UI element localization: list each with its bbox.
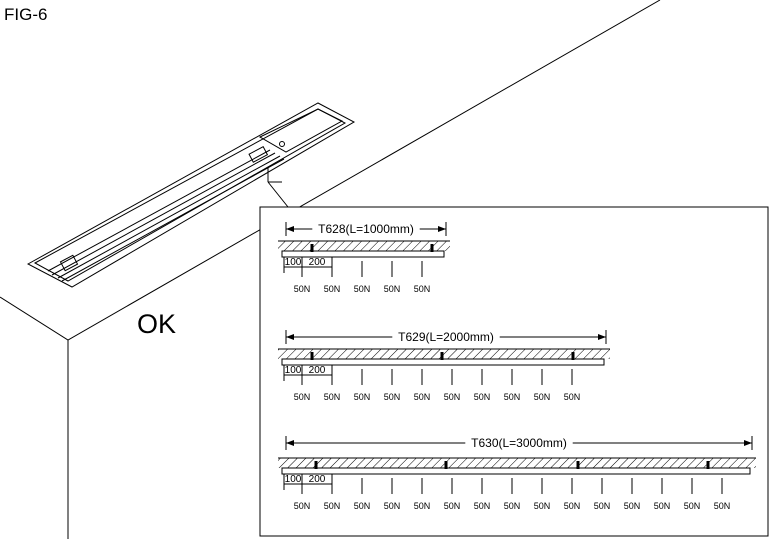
detail-2-load-label: 50N <box>294 392 311 402</box>
fixture-end-cap <box>258 108 344 153</box>
track-rail-line <box>51 152 276 276</box>
detail-3-load-label: 50N <box>564 501 581 511</box>
detail-panel <box>259 206 769 537</box>
ok-label: OK <box>137 309 177 339</box>
detail-2-load-label: 50N <box>324 392 341 402</box>
detail-3-load-label: 50N <box>714 501 731 511</box>
detail-1-load-label: 50N <box>414 284 431 294</box>
track-rail-line <box>61 158 285 282</box>
detail-1-arrow-right <box>438 226 446 232</box>
ceiling-outline <box>0 0 661 539</box>
detail-3-load-label: 50N <box>654 501 671 511</box>
end-connector <box>59 254 79 272</box>
detail-3-load-label: 50N <box>444 501 461 511</box>
detail-1-load-label: 50N <box>384 284 401 294</box>
detail-3-load-label: 50N <box>324 501 341 511</box>
detail-1-track-label: T628(L=1000mm) <box>318 222 414 236</box>
detail-1-track-bar <box>281 250 445 258</box>
detail-2-load-label: 50N <box>534 392 551 402</box>
detail-1-ceiling-hatch <box>278 241 450 251</box>
detail-3-load-label: 50N <box>504 501 521 511</box>
detail-1-load-label: 50N <box>354 284 371 294</box>
detail-1-load-label: 50N <box>324 284 341 294</box>
detail-1-load-label: 50N <box>294 284 311 294</box>
detail-1-spacing-200: 200 <box>309 257 326 268</box>
detail-2-ceiling-hatch <box>278 349 610 359</box>
detail-2-load-label: 50N <box>384 392 401 402</box>
detail-3-spacing-200: 200 <box>309 474 326 485</box>
screw-icon <box>279 141 285 147</box>
detail-2-mount-clip <box>440 352 444 360</box>
detail-3-load-label: 50N <box>354 501 371 511</box>
detail-3-load-label: 50N <box>384 501 401 511</box>
detail-2-mount-clip <box>310 352 314 360</box>
detail-1-mount-clip <box>430 244 434 252</box>
track-load-details: T628(L=1000mm) 100 200 50N 50N 50N 50N 50N T629(… <box>278 222 756 511</box>
detail-3-mount-clip <box>576 461 580 469</box>
detail-3-load-label: 50N <box>294 501 311 511</box>
detail-2-load-label: 50N <box>444 392 461 402</box>
track-rail-line <box>57 155 281 279</box>
detail-2-track-label: T629(L=2000mm) <box>398 330 494 344</box>
detail-3-mount-clip <box>314 461 318 469</box>
detail-3-load-label: 50N <box>684 501 701 511</box>
track-rail-line <box>47 149 271 272</box>
detail-3-mount-clip <box>444 461 448 469</box>
fixture-outer-frame <box>26 102 356 288</box>
detail-3-arrow-right <box>744 440 752 446</box>
figure-label: FIG-6 <box>4 5 48 24</box>
detail-2-spacing-200: 200 <box>309 365 326 376</box>
detail-2-load-label: 50N <box>564 392 581 402</box>
detail-1-spacing-100: 100 <box>285 257 302 268</box>
detail-3-load-label: 50N <box>474 501 491 511</box>
detail-2-load-label: 50N <box>474 392 491 402</box>
fixture-inner-frame <box>33 108 347 282</box>
detail-3-load-label: 50N <box>414 501 431 511</box>
detail-3-spacing-100: 100 <box>285 474 302 485</box>
detail-2-load-label: 50N <box>504 392 521 402</box>
detail-2-mount-clip <box>571 352 575 360</box>
track-adapter <box>248 146 269 163</box>
detail-3-mount-clip <box>706 461 710 469</box>
detail-2-load-label: 50N <box>354 392 371 402</box>
recessed-track-fixture <box>26 102 356 288</box>
detail-2-arrow-right <box>598 334 606 340</box>
detail-2-spacing-100: 100 <box>285 365 302 376</box>
detail-1-mount-clip <box>310 244 314 252</box>
detail-3-track-bar <box>281 467 751 475</box>
detail-3-load-label: 50N <box>534 501 551 511</box>
detail-3-ceiling-hatch <box>278 458 756 468</box>
detail-2-arrow-left <box>286 334 294 340</box>
detail-3-track-label: T630(L=3000mm) <box>471 436 567 450</box>
detail-1-arrow-left <box>286 226 294 232</box>
detail-leader <box>267 181 289 208</box>
detail-3-arrow-left <box>286 440 294 446</box>
detail-2-load-label: 50N <box>414 392 431 402</box>
detail-3-load-label: 50N <box>624 501 641 511</box>
detail-3-load-label: 50N <box>594 501 611 511</box>
